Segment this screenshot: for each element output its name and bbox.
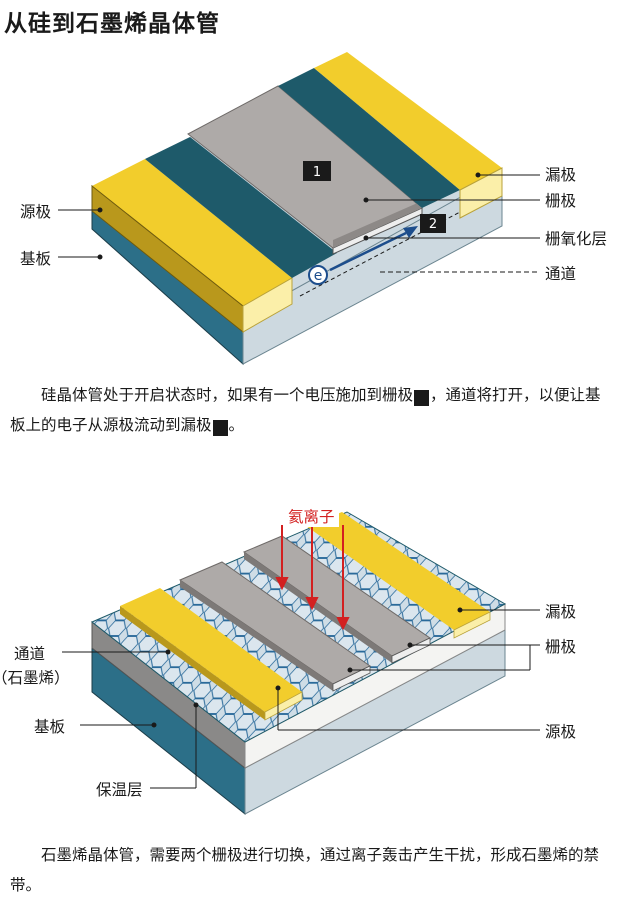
electron-arrow-head [403, 226, 418, 238]
source-top-2 [120, 588, 302, 712]
label-gate: 栅极 [545, 192, 577, 210]
electron-symbol: e [314, 268, 323, 284]
caption-badge-1: 1 [414, 390, 453, 406]
label-substrate: 基板 [20, 250, 52, 268]
label-gate-oxide: 栅氧化层 [545, 230, 608, 248]
drain-top [314, 52, 502, 190]
ion-arrow-1-head [275, 577, 289, 591]
caption-part2: ，通道将打开，以便让基板上的电子从源极流动到漏极 [10, 386, 601, 434]
label-channel-2: 通道 [14, 645, 46, 663]
badge-2-box [420, 214, 446, 233]
caption-part3: 。 [228, 416, 245, 434]
ion-arrow-2-head [305, 597, 319, 611]
label-substrate-2: 基板 [34, 718, 66, 736]
source-end-2 [264, 691, 303, 721]
gate-1-end [332, 665, 371, 692]
electron-arrow [329, 231, 407, 272]
electron-icon [308, 265, 328, 285]
label-helium-ions: 氦离子 [284, 505, 339, 527]
label-source-2: 源极 [545, 723, 577, 741]
silicon-transistor-diagram: e 1 2 [58, 52, 540, 366]
gate-front-face [333, 201, 422, 248]
source-end-face [242, 277, 293, 333]
caption-part1: 硅晶体管处于开启状态时，如果有一个电压施加到栅极 [41, 386, 414, 404]
label-gate-2: 栅极 [545, 638, 577, 656]
caption-badge-2: 2 [212, 420, 252, 436]
drain-end-2 [453, 611, 491, 639]
badge-1-text: 1 [313, 165, 321, 180]
channel-strip-back [278, 68, 460, 208]
label-channel: 通道 [545, 265, 577, 283]
gate-1-side [180, 580, 333, 691]
label-drain: 漏极 [545, 166, 577, 184]
label-channel-graphene: （石墨烯） [0, 669, 70, 687]
graphene-transistor-diagram [62, 511, 540, 816]
label-drain-2: 漏极 [545, 603, 577, 621]
ion-arrow-3-head [336, 617, 350, 631]
page-title: 从硅到石墨烯晶体管 [4, 11, 220, 37]
source-side-2 [120, 606, 265, 720]
drain-top-2 [306, 512, 490, 630]
label-source: 源极 [20, 203, 52, 221]
label-insulation: 保温层 [96, 781, 143, 799]
badge-2-text: 2 [429, 217, 437, 232]
source-top [92, 159, 292, 306]
badge-1-box [303, 161, 331, 181]
graphene-caption: 石墨烯晶体管，需要两个栅极进行切换，通过离子轰击产生干扰，形成石墨烯的禁带。 [10, 846, 600, 894]
channel-strip [145, 137, 337, 278]
